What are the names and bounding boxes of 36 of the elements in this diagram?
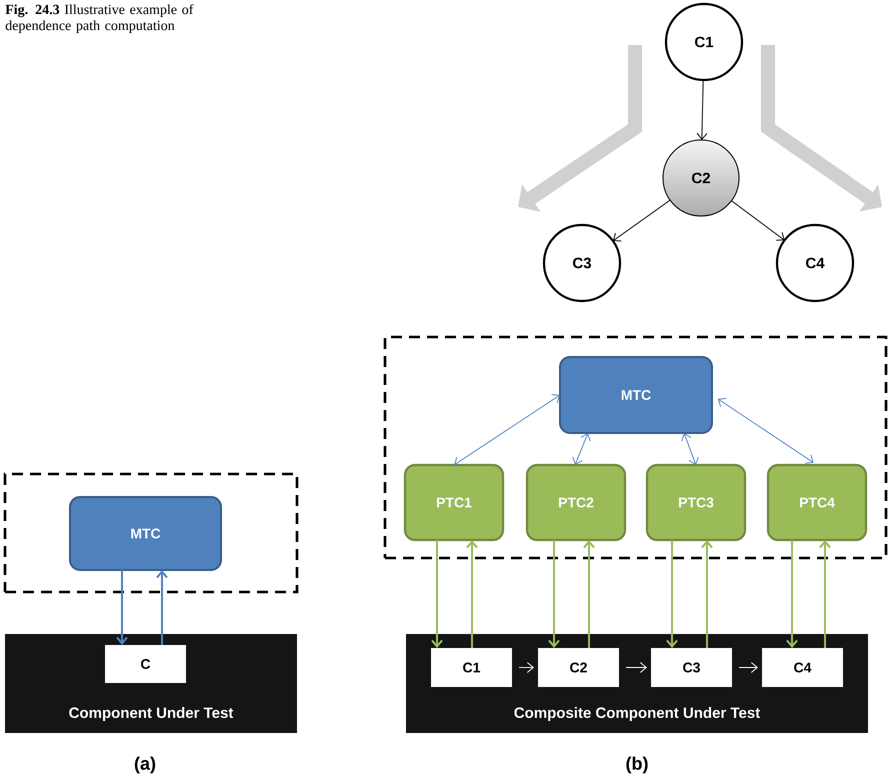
process-box: PTC2 [526,464,626,542]
arrow [681,433,699,465]
arrow [583,540,595,648]
arrow [696,80,708,140]
arrow [738,662,758,673]
panel-label: (b) [626,756,648,774]
panel-label: (a) [134,756,156,774]
arrow [548,540,560,648]
arrow [819,540,831,648]
process-box: PTC1 [404,464,504,542]
component-box: C2 [538,648,619,687]
process-box: MTC [559,356,713,434]
dashed-frame [384,336,888,560]
dashed-frame [4,472,298,594]
process-box: MTC [69,496,222,571]
arrow [572,433,591,465]
arrow [116,570,128,645]
arrow [786,540,798,648]
arrow [454,394,560,466]
process-box: PTC3 [646,464,746,542]
arrow [518,662,534,673]
arrow [718,398,814,464]
arrow [612,200,671,242]
arrow [701,540,713,648]
arrow [431,540,443,648]
arrow [156,570,168,645]
component-box: C4 [762,648,843,687]
arrow [731,200,785,241]
process-box: PTC4 [766,464,868,542]
arrow [466,540,478,648]
figure-caption: Fig. 24.3 Illustrative example of dependence path computation [5,4,194,34]
component-box: C1 [431,648,512,687]
component-box: C3 [651,648,732,687]
arrow [666,540,678,648]
arrow [626,662,647,673]
component-box: C [105,645,186,683]
